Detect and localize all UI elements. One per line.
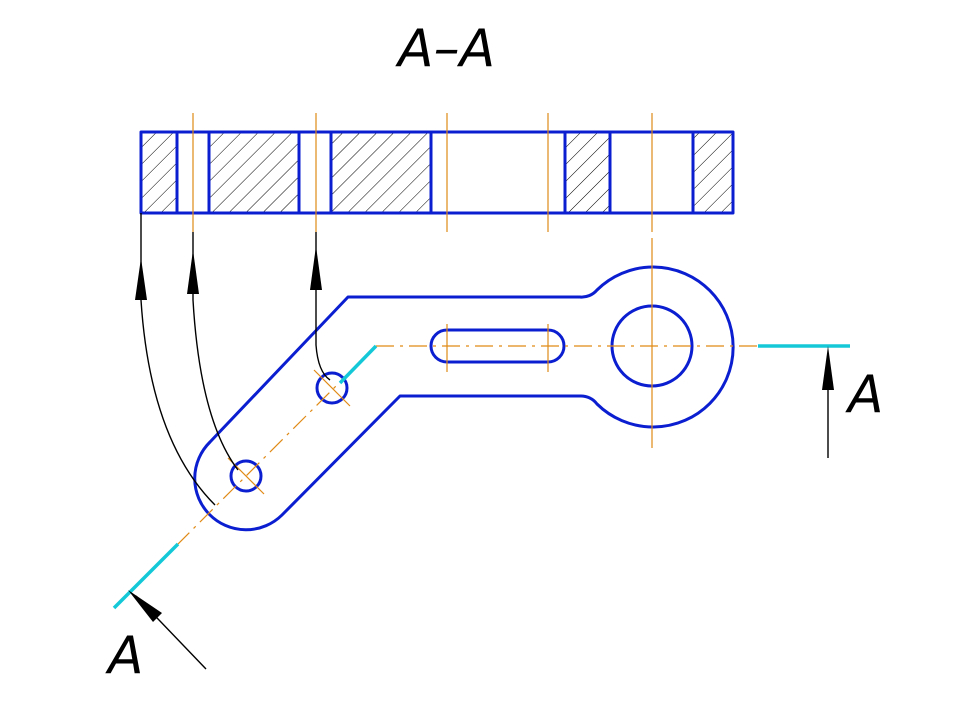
cut-label-left: A: [105, 626, 144, 686]
projection-leaders: [128, 213, 834, 670]
view-arrow-left-head: [128, 590, 162, 622]
leader-line: [315, 232, 331, 381]
arrowhead: [135, 258, 147, 300]
hatch-region: [209, 132, 299, 213]
small-hole-upper: [315, 371, 349, 405]
section-outline: [139, 130, 735, 215]
hatch-region: [331, 132, 431, 213]
part-outline: [193, 265, 735, 532]
hatch-region: [141, 132, 177, 213]
section-view: [139, 113, 735, 232]
small-hole-centerline: [313, 369, 351, 407]
cut-label-right: A: [845, 365, 884, 425]
hatch-region: [565, 132, 610, 213]
leader-line: [140, 213, 216, 506]
view-arrow-right-head: [822, 346, 834, 390]
arrowhead: [187, 250, 199, 294]
plan-view: [112, 238, 850, 610]
arrowhead: [310, 246, 322, 290]
leader-line: [192, 232, 239, 471]
hatch-region: [693, 132, 733, 213]
section-title: A–A: [395, 19, 495, 79]
cutting-plane-segment: [112, 542, 180, 610]
cutting-plane-segment: [338, 344, 378, 385]
small-hole-lower: [229, 459, 263, 493]
